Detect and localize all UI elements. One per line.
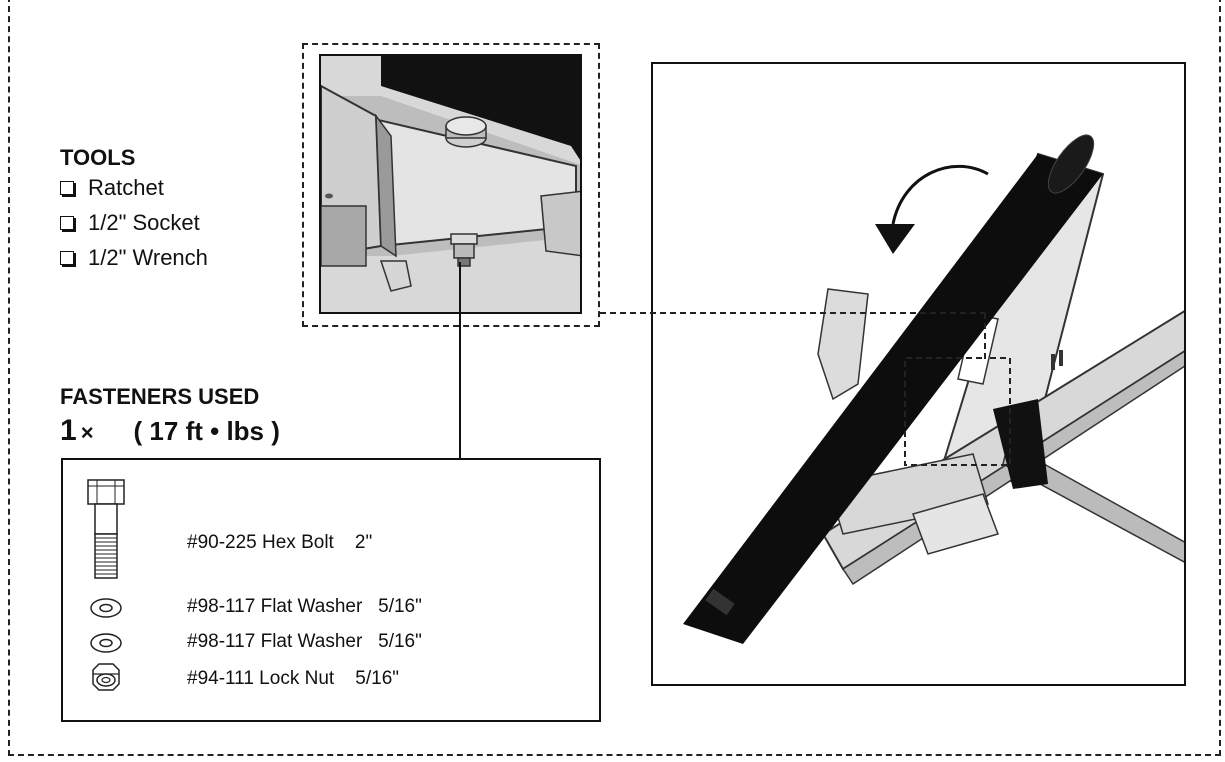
tool-item-wrench: 1/2" Wrench (60, 245, 208, 271)
flat-washer-icon (90, 598, 122, 618)
tool-label: 1/2" Socket (88, 210, 200, 235)
fastener-list-box: #90-225 Hex Bolt 2" #98-117 Flat Washer … (61, 458, 601, 722)
fastener-label-hex-bolt: #90-225 Hex Bolt 2" (187, 532, 373, 553)
outer-dashed-frame (8, 0, 1221, 756)
bracket-closeup-illustration (321, 56, 580, 292)
quantity-number: 1 (60, 414, 77, 447)
tool-label: Ratchet (88, 175, 164, 200)
tool-item-ratchet: Ratchet (60, 175, 164, 201)
fastener-label-lock-nut: #94-111 Lock Nut 5/16" (187, 668, 400, 689)
fastener-quantity-row: 1 × ( 17 ft • lbs ) (60, 414, 280, 448)
checkbox-icon (60, 251, 74, 265)
tool-item-socket: 1/2" Socket (60, 210, 200, 236)
tools-title: TOOLS (60, 145, 136, 170)
assembly-illustration (683, 134, 1184, 644)
detail-dashed-frame (302, 43, 600, 327)
lock-nut-icon (92, 663, 120, 691)
tool-label: 1/2" Wrench (88, 245, 208, 270)
fasteners-title: FASTENERS USED (60, 384, 260, 409)
checkbox-icon (60, 216, 74, 230)
fastener-label-washer-2: #98-117 Flat Washer 5/16" (187, 631, 422, 652)
checkbox-icon (60, 181, 74, 195)
hex-bolt-icon (87, 479, 125, 579)
flat-washer-icon (90, 633, 122, 653)
quantity-times: × (80, 420, 94, 445)
detail-view (319, 54, 582, 314)
fastener-label-washer-1: #98-117 Flat Washer 5/16" (187, 596, 422, 617)
torque-spec: ( 17 ft • lbs ) (133, 416, 280, 446)
main-assembly-view (651, 62, 1186, 686)
